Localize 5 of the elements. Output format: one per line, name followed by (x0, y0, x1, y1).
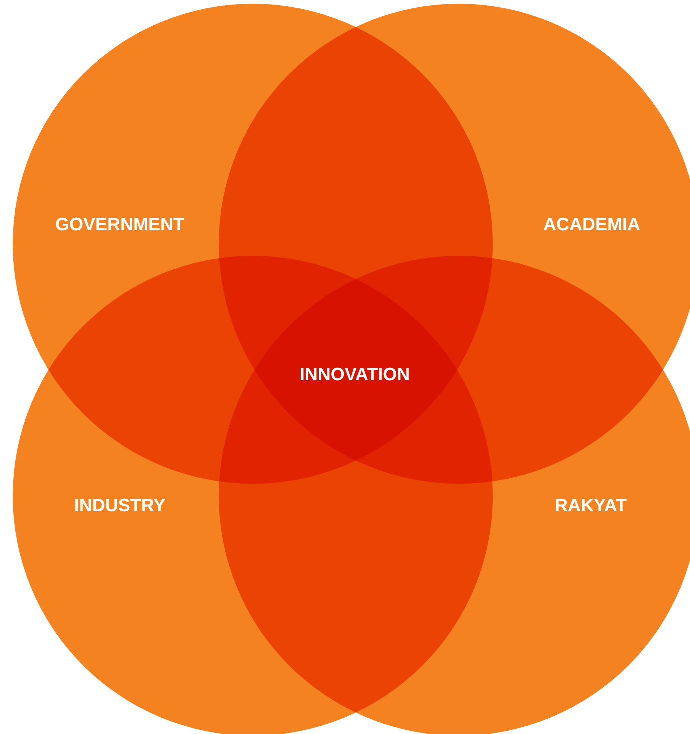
circle-label: ACADEMIA (544, 214, 640, 236)
circle-label: INDUSTRY (74, 496, 166, 516)
circle-label: RAKYAT (555, 496, 627, 516)
center-label: INNOVATION (300, 364, 410, 386)
circle-label: GOVERNMENT (56, 214, 184, 236)
